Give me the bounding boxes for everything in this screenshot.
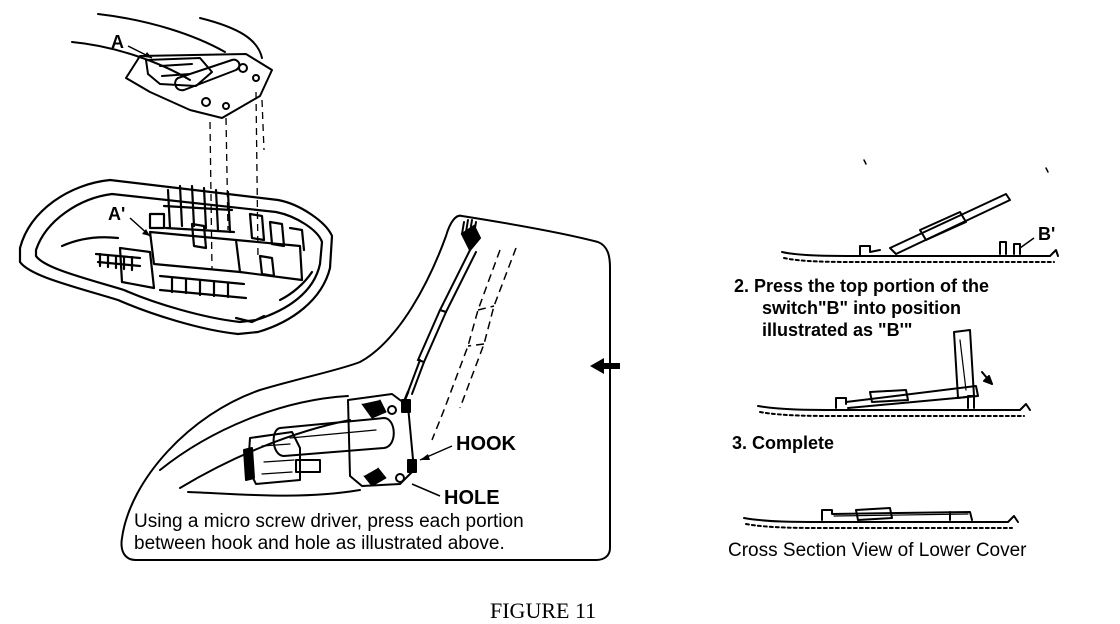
lower-cover-housing (18, 178, 334, 336)
switch-plate-assembly (71, 13, 273, 119)
cross-section-step3 (743, 507, 1019, 529)
label-a-prime: A' (108, 204, 125, 224)
switch-detail (159, 393, 417, 497)
leader-b-prime (1019, 237, 1035, 249)
step2-line-1: 2. Press the top portion of the (734, 276, 989, 296)
leader-hole (411, 483, 441, 497)
cross-section-step2 (757, 329, 1031, 417)
cross-section-step1 (781, 159, 1059, 263)
label-b-prime: B' (1038, 224, 1055, 244)
projection-lines (209, 91, 265, 271)
label-hook: HOOK (456, 433, 517, 455)
step3-label: 3. Complete (732, 433, 834, 453)
step2-line-3: illustrated as "B'" (762, 320, 912, 340)
figure-caption: FIGURE 11 (490, 598, 596, 623)
left-arrow (590, 358, 620, 374)
screwdriver-phantom (431, 247, 517, 441)
label-hole: HOLE (444, 487, 500, 509)
instruction-line-1: Using a micro screw driver, press each p… (134, 511, 524, 532)
step2-line-2: switch"B" into position (762, 298, 961, 318)
detail-callout (120, 214, 611, 561)
label-a: A (111, 32, 124, 52)
instruction-line-2: between hook and hole as illustrated abo… (134, 533, 505, 554)
cross-section-caption: Cross Section View of Lower Cover (728, 540, 1027, 561)
